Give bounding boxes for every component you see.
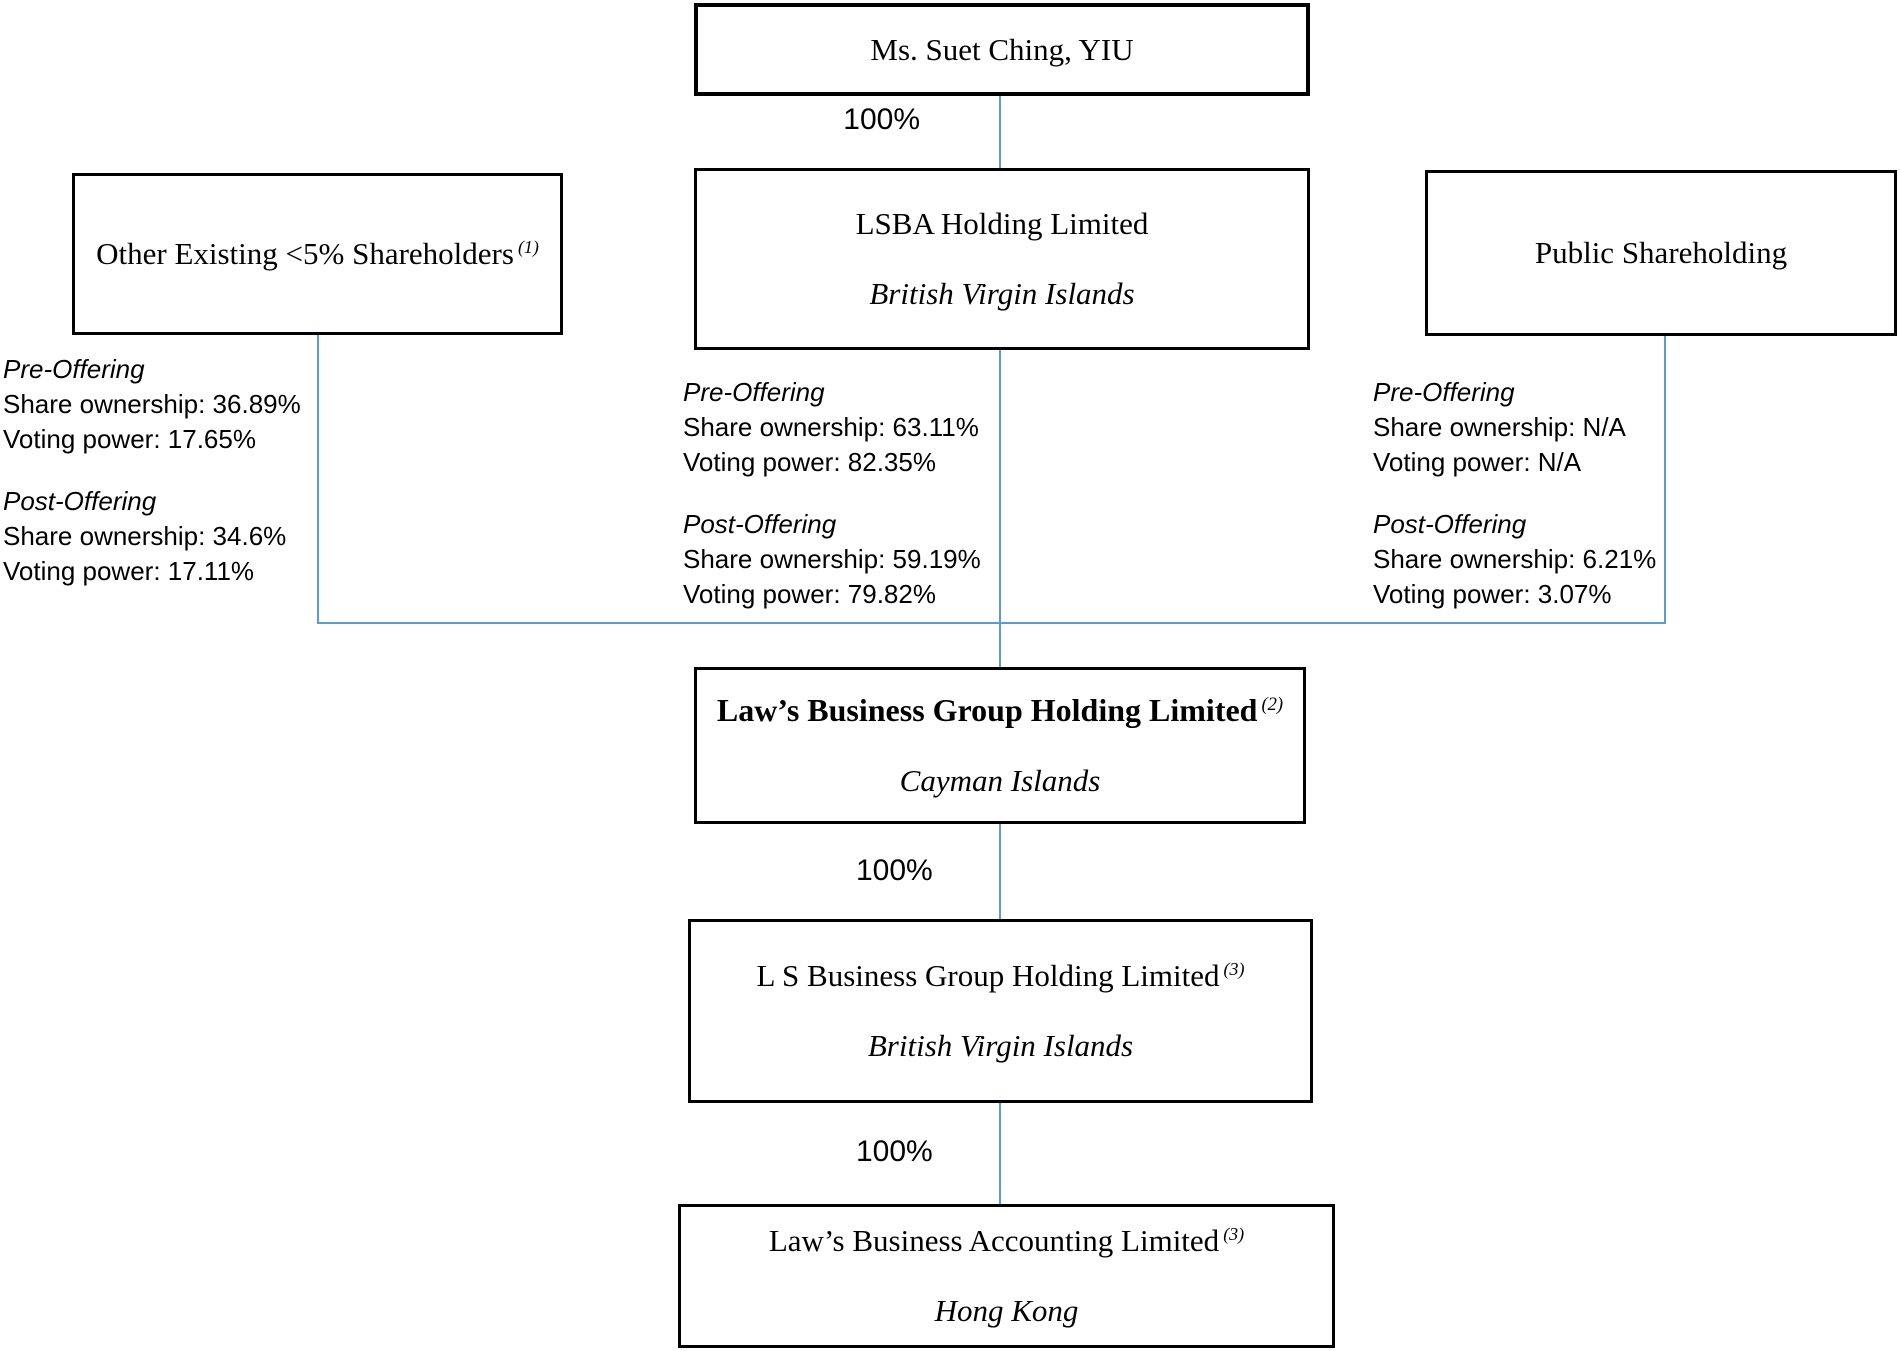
- node-ms-suet-ching-yiu: Ms. Suet Ching, YIU: [694, 3, 1310, 96]
- footnote-marker: (3): [1223, 1224, 1245, 1245]
- node-title: Law’s Business Accounting Limited(3): [769, 1223, 1244, 1259]
- post-voting-power: Voting power: 3.07%: [1373, 579, 1612, 609]
- node-title: Ms. Suet Ching, YIU: [870, 31, 1134, 67]
- post-share-ownership: Share ownership: 34.6%: [3, 521, 287, 551]
- node-laws-business-group-holding: Law’s Business Group Holding Limited(2) …: [694, 667, 1306, 824]
- connector-public-down: [1664, 336, 1666, 624]
- edge-label-top-to-lsba: 100%: [843, 103, 920, 136]
- post-voting-power: Voting power: 17.11%: [3, 556, 255, 586]
- node-jurisdiction: British Virgin Islands: [867, 1028, 1134, 1063]
- node-other-existing-shareholders: Other Existing <5% Shareholders(1): [72, 173, 563, 335]
- post-voting-power: Voting power: 79.82%: [683, 579, 936, 609]
- stats-other-shareholders: Pre-Offering Share ownership: 36.89% Vot…: [3, 352, 301, 589]
- pre-share-ownership: Share ownership: N/A: [1373, 412, 1626, 442]
- node-title-text: Law’s Business Group Holding Limited: [716, 692, 1258, 729]
- pre-share-ownership: Share ownership: 36.89%: [3, 389, 301, 419]
- post-offering-heading: Post-Offering: [683, 509, 837, 539]
- node-lsba-holding-limited: LSBA Holding Limited British Virgin Isla…: [694, 168, 1310, 350]
- pre-offering-heading: Pre-Offering: [3, 354, 145, 384]
- node-title: Law’s Business Group Holding Limited(2): [717, 692, 1283, 729]
- post-offering-heading: Post-Offering: [1373, 509, 1527, 539]
- pre-offering-heading: Pre-Offering: [1373, 377, 1515, 407]
- node-jurisdiction: Cayman Islands: [899, 763, 1101, 799]
- footnote-marker: (1): [517, 236, 539, 257]
- node-title-text: Law’s Business Accounting Limited: [768, 1223, 1220, 1259]
- pre-offering-heading: Pre-Offering: [683, 377, 825, 407]
- node-title-text: Other Existing <5% Shareholders: [96, 236, 514, 272]
- node-title: Public Shareholding: [1534, 235, 1788, 271]
- connector-lsba-to-group: [999, 350, 1001, 667]
- post-share-ownership: Share ownership: 59.19%: [683, 544, 981, 574]
- node-title: Other Existing <5% Shareholders(1): [96, 236, 539, 272]
- stats-lsba-holding: Pre-Offering Share ownership: 63.11% Vot…: [683, 375, 981, 612]
- node-ls-business-group-holding: L S Business Group Holding Limited(3) Br…: [688, 919, 1313, 1103]
- connector-ls-to-accounting: [999, 1103, 1001, 1204]
- node-laws-business-accounting: Law’s Business Accounting Limited(3) Hon…: [678, 1204, 1335, 1348]
- node-jurisdiction: British Virgin Islands: [869, 276, 1135, 311]
- node-public-shareholding: Public Shareholding: [1425, 170, 1897, 336]
- node-title-text: L S Business Group Holding Limited: [756, 958, 1220, 994]
- stats-public-shareholding: Pre-Offering Share ownership: N/A Voting…: [1373, 375, 1656, 612]
- node-title: L S Business Group Holding Limited(3): [757, 958, 1245, 994]
- footnote-marker: (3): [1223, 959, 1245, 980]
- footnote-marker: (2): [1261, 693, 1284, 715]
- post-offering-heading: Post-Offering: [3, 486, 157, 516]
- pre-voting-power: Voting power: 82.35%: [683, 447, 936, 477]
- connector-top-to-lsba: [999, 96, 1001, 168]
- node-jurisdiction: Hong Kong: [934, 1293, 1079, 1328]
- pre-voting-power: Voting power: 17.65%: [3, 424, 256, 454]
- pre-share-ownership: Share ownership: 63.11%: [683, 412, 979, 442]
- post-share-ownership: Share ownership: 6.21%: [1373, 544, 1657, 574]
- connector-horizontal-merge: [317, 622, 1666, 624]
- connector-other-down: [317, 335, 319, 624]
- node-title: LSBA Holding Limited: [855, 206, 1149, 242]
- pre-voting-power: Voting power: N/A: [1373, 447, 1582, 477]
- edge-label-ls-to-accounting: 100%: [856, 1135, 933, 1168]
- connector-group-to-ls: [999, 824, 1001, 919]
- edge-label-group-to-ls: 100%: [856, 854, 933, 887]
